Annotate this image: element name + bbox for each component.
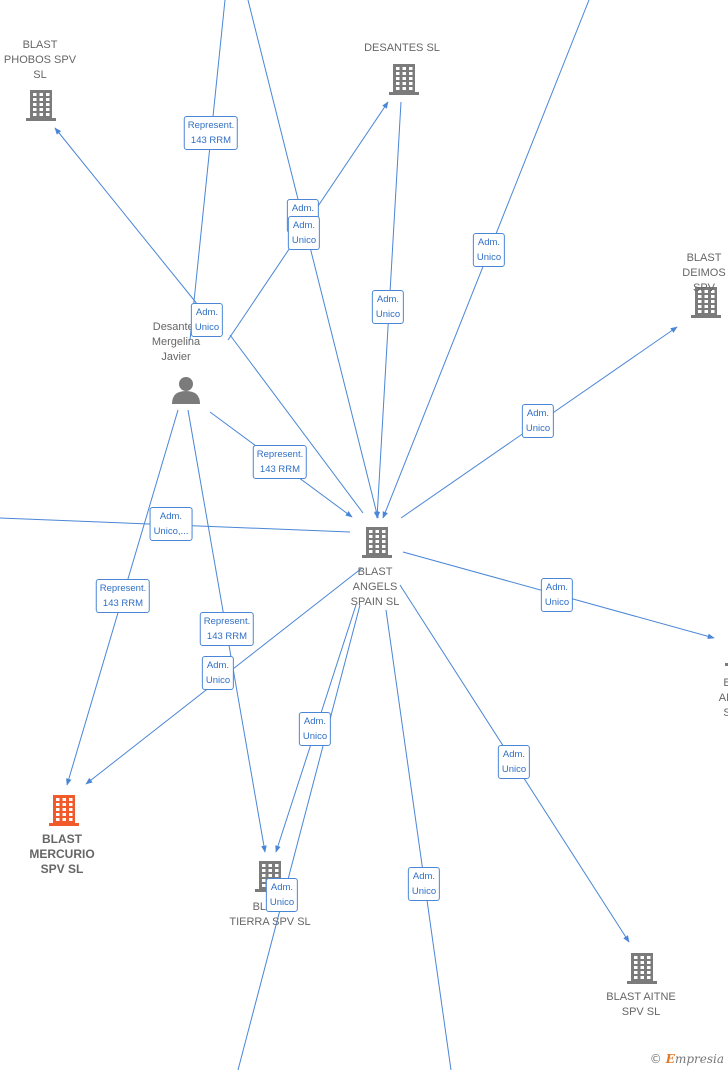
edge-relation-label[interactable]: Adm. Unico (265, 878, 299, 912)
edge-relation-label[interactable]: Adm. Unico (540, 578, 574, 612)
person-icon[interactable] (172, 377, 200, 404)
building-icon[interactable] (26, 90, 56, 121)
edge-relation-label[interactable]: Represent. 143 RRM (95, 579, 151, 613)
building-icon[interactable] (362, 527, 392, 558)
edge-line (237, 604, 361, 1070)
edge-line (189, 0, 226, 341)
node-label-desantes[interactable]: DESANTES SL (364, 42, 440, 54)
building-icon[interactable] (691, 287, 721, 318)
node-label-deimos[interactable]: BLAST DEIMOS SPV (682, 252, 726, 294)
edge-relation-label[interactable]: Adm. Unico (497, 745, 531, 779)
node-label-amalthea[interactable]: B AM S (718, 677, 728, 719)
building-icon[interactable] (49, 795, 79, 826)
edge-line (385, 609, 452, 1070)
node-label-phobos[interactable]: BLAST PHOBOS SPV SL (3, 39, 77, 81)
node-label-person[interactable]: Desantes Mergelina Javier (151, 321, 201, 363)
building-icon[interactable] (627, 953, 657, 984)
building-icon[interactable] (389, 64, 419, 95)
edge-relation-label[interactable]: Adm. Unico (407, 867, 441, 901)
edge-relation-label[interactable]: Adm. Unico (201, 656, 235, 690)
edge-relation-label[interactable]: Adm. Unico (521, 404, 555, 438)
edge-line (54, 127, 203, 311)
edge-relation-label[interactable]: Represent. 143 RRM (199, 612, 255, 646)
building-icon[interactable] (725, 635, 728, 666)
edge-relation-label[interactable]: Adm. Unico (472, 233, 506, 267)
edge-relation-label[interactable]: Adm. Unico,... (149, 507, 193, 541)
empresia-logo: ©Empresia (649, 1052, 724, 1066)
edge-relation-label[interactable]: Adm. Unico (371, 290, 405, 324)
edge-relation-label[interactable]: Adm. Unico (298, 712, 332, 746)
edge-relation-label[interactable]: Represent. 143 RRM (183, 116, 239, 150)
edge-line (247, 0, 380, 519)
node-label-aitne[interactable]: BLAST AITNE SPV SL (606, 991, 676, 1018)
edge-relation-label[interactable]: Adm. Unico (287, 216, 321, 250)
edge-relation-label[interactable]: Represent. 143 RRM (252, 445, 308, 479)
node-label-angels[interactable]: BLAST ANGELS SPAIN SL (350, 566, 400, 608)
edge-line (229, 334, 364, 514)
node-label-mercurio[interactable]: BLAST MERCURIO SPV SL (29, 832, 95, 876)
edge-relation-label[interactable]: Adm. Unico (190, 303, 224, 337)
